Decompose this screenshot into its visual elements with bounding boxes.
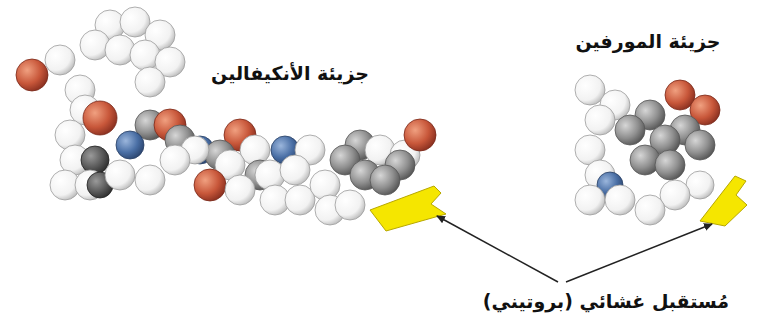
atom-sphere xyxy=(83,101,117,135)
leader-arrow xyxy=(437,216,558,282)
atom-sphere xyxy=(605,185,635,215)
receptor-site xyxy=(700,176,747,226)
molecule-label: جزيئة المورفين xyxy=(575,30,720,52)
atom-sphere xyxy=(135,165,165,195)
atom-sphere xyxy=(81,146,109,174)
atom-sphere xyxy=(225,175,255,205)
atom-sphere xyxy=(635,195,665,225)
atom-sphere xyxy=(16,59,48,91)
atom-sphere xyxy=(105,160,135,190)
atom-sphere xyxy=(335,190,365,220)
atom-sphere xyxy=(370,165,400,195)
atom-sphere xyxy=(615,115,645,145)
atom-sphere xyxy=(575,185,605,215)
receptor-label: مُستقبل غشائي (بروتيني) xyxy=(483,290,729,312)
receptor-site xyxy=(370,186,446,231)
leader-arrow xyxy=(566,224,712,282)
molecule-label: جزيئة الأنكيفالين xyxy=(211,62,369,84)
atom-sphere xyxy=(116,131,144,159)
atom-sphere xyxy=(45,45,75,75)
atom-sphere xyxy=(585,105,615,135)
atom-sphere xyxy=(160,145,190,175)
atom-sphere xyxy=(280,155,310,185)
atom-sphere xyxy=(135,67,165,97)
atom-sphere xyxy=(404,119,436,151)
atom-sphere xyxy=(685,130,715,160)
atom-sphere xyxy=(655,150,685,180)
atom-sphere xyxy=(194,169,226,201)
